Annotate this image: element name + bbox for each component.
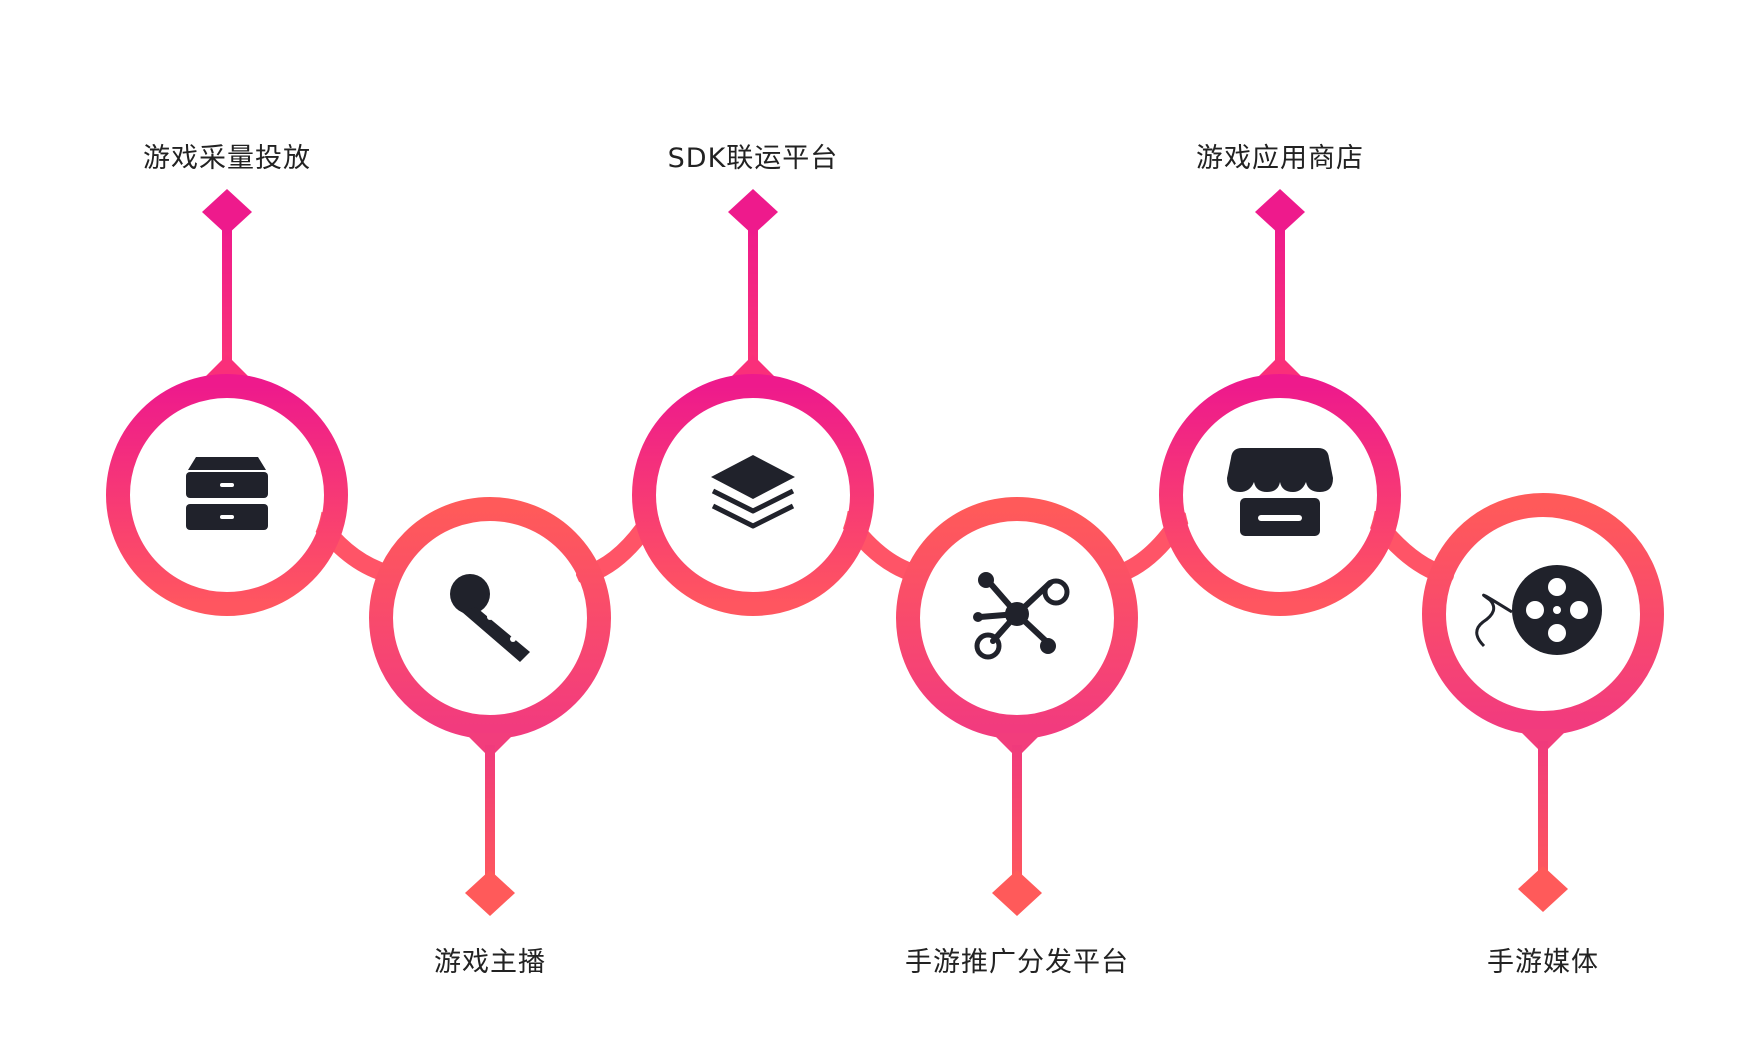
layers-icon — [711, 455, 795, 529]
step-1-ring — [106, 374, 348, 616]
step-3 — [632, 189, 874, 616]
archive-drawer-icon — [186, 457, 268, 530]
step-3-ring-notch — [728, 355, 778, 380]
step-3-ring — [632, 374, 874, 616]
step-4 — [896, 497, 1138, 916]
step-5-pin-stem — [1275, 222, 1285, 372]
step-5-ring — [1159, 374, 1401, 616]
step-3-label: SDK联运平台 — [667, 143, 839, 174]
step-2 — [369, 497, 611, 916]
step-5-pin-diamond — [1255, 189, 1305, 235]
microphone-icon — [450, 574, 530, 662]
step-1-label: 游戏采量投放 — [143, 143, 311, 174]
step-4-pin-stem — [1012, 745, 1022, 895]
step-1-pin-diamond — [202, 189, 252, 235]
step-2-pin-stem — [485, 745, 495, 895]
step-5 — [1159, 189, 1401, 616]
storefront-icon — [1227, 448, 1333, 536]
step-2-ring — [369, 497, 611, 739]
network-hub-icon — [973, 572, 1070, 660]
step-4-label: 手游推广分发平台 — [905, 947, 1129, 978]
step-2-label: 游戏主播 — [434, 947, 546, 978]
step-1-ring-notch — [202, 355, 252, 380]
step-5-ring-notch — [1255, 355, 1305, 380]
step-3-pin-diamond — [728, 189, 778, 235]
step-6-label: 手游媒体 — [1487, 947, 1599, 978]
step-6-pin-stem — [1538, 741, 1548, 891]
step-6-ring — [1422, 493, 1664, 735]
step-6-pin-diamond — [1518, 866, 1568, 912]
step-3-pin-stem — [748, 222, 758, 372]
step-2-pin-diamond — [465, 870, 515, 916]
step-5-ring-center — [1184, 399, 1376, 591]
step-6 — [1422, 493, 1664, 912]
step-1-pin-stem — [222, 222, 232, 372]
step-1 — [106, 189, 348, 616]
step-5-label: 游戏应用商店 — [1196, 143, 1364, 174]
step-4-ring — [896, 497, 1138, 739]
step-4-pin-diamond — [992, 870, 1042, 916]
film-reel-icon — [1475, 565, 1602, 655]
